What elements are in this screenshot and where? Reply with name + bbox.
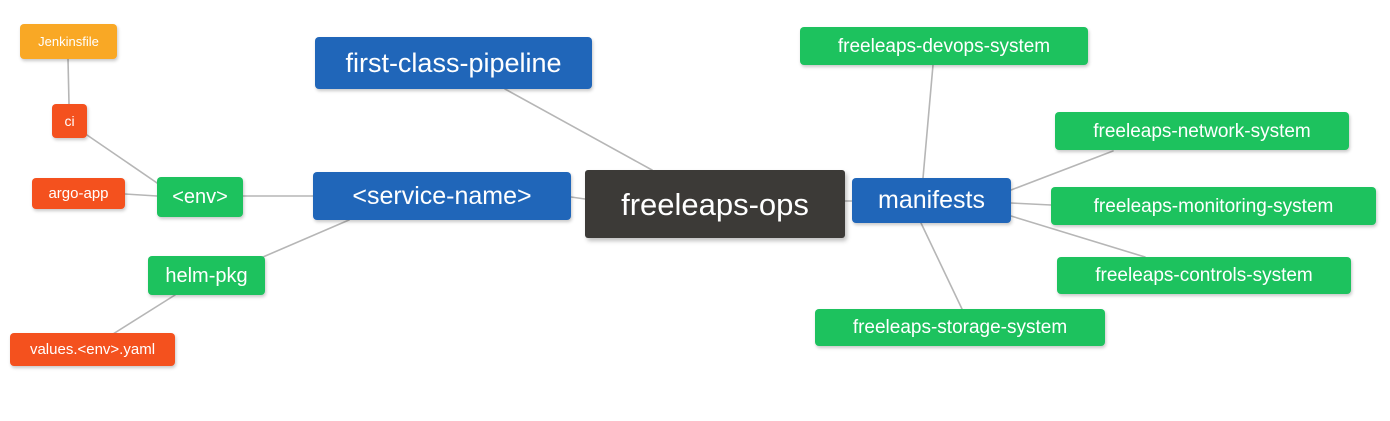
edge-helm-pkg-to-values-yaml [112, 294, 176, 335]
node-label-storage-system: freeleaps-storage-system [852, 317, 1068, 338]
node-label-network-system: freeleaps-network-system [1093, 120, 1311, 142]
node-devops-system[interactable]: freeleaps-devops-system [800, 27, 1088, 65]
node-label-ci: ci [64, 113, 75, 129]
node-label-monitoring-system: freeleaps-monitoring-system [1093, 195, 1334, 217]
node-label-helm-pkg: helm-pkg [165, 264, 248, 287]
node-ci[interactable]: ci [52, 104, 87, 138]
node-label-controls-system: freeleaps-controls-system [1095, 265, 1313, 286]
node-first-class-pipeline[interactable]: first-class-pipeline [315, 37, 592, 89]
node-monitoring-system[interactable]: freeleaps-monitoring-system [1051, 187, 1376, 225]
node-label-manifests: manifests [878, 186, 985, 214]
node-jenkinsfile[interactable]: Jenkinsfile [20, 24, 117, 59]
edge-manifests-to-network-system [1010, 150, 1114, 191]
node-label-jenkinsfile: Jenkinsfile [38, 34, 99, 49]
edge-manifests-to-devops-system [922, 64, 934, 179]
edge-argo-app-to-env [124, 193, 158, 197]
node-storage-system[interactable]: freeleaps-storage-system [815, 309, 1105, 346]
node-label-freeleaps-ops: freeleaps-ops [621, 186, 809, 222]
node-label-devops-system: freeleaps-devops-system [837, 35, 1051, 57]
node-values-yaml[interactable]: values.<env>.yaml [10, 333, 175, 366]
node-label-values-yaml: values.<env>.yaml [29, 341, 156, 358]
node-label-env: <env> [172, 186, 228, 208]
edge-manifests-to-storage-system [920, 222, 963, 310]
edge-service-name-to-freeleaps-ops [570, 196, 586, 200]
node-env[interactable]: <env> [157, 177, 243, 217]
node-label-service-name: <service-name> [352, 181, 532, 210]
node-network-system[interactable]: freeleaps-network-system [1055, 112, 1349, 150]
node-controls-system[interactable]: freeleaps-controls-system [1057, 257, 1351, 294]
edge-first-class-pipeline-to-freeleaps-ops [504, 88, 653, 171]
edge-jenkinsfile-to-ci [67, 58, 70, 105]
node-helm-pkg[interactable]: helm-pkg [148, 256, 265, 295]
node-argo-app[interactable]: argo-app [32, 178, 125, 209]
edge-manifests-to-monitoring-system [1010, 202, 1052, 206]
node-label-first-class-pipeline: first-class-pipeline [345, 47, 562, 78]
node-freeleaps-ops[interactable]: freeleaps-ops [585, 170, 845, 238]
node-manifests[interactable]: manifests [852, 178, 1011, 223]
node-service-name[interactable]: <service-name> [313, 172, 571, 220]
node-label-argo-app: argo-app [48, 185, 109, 202]
